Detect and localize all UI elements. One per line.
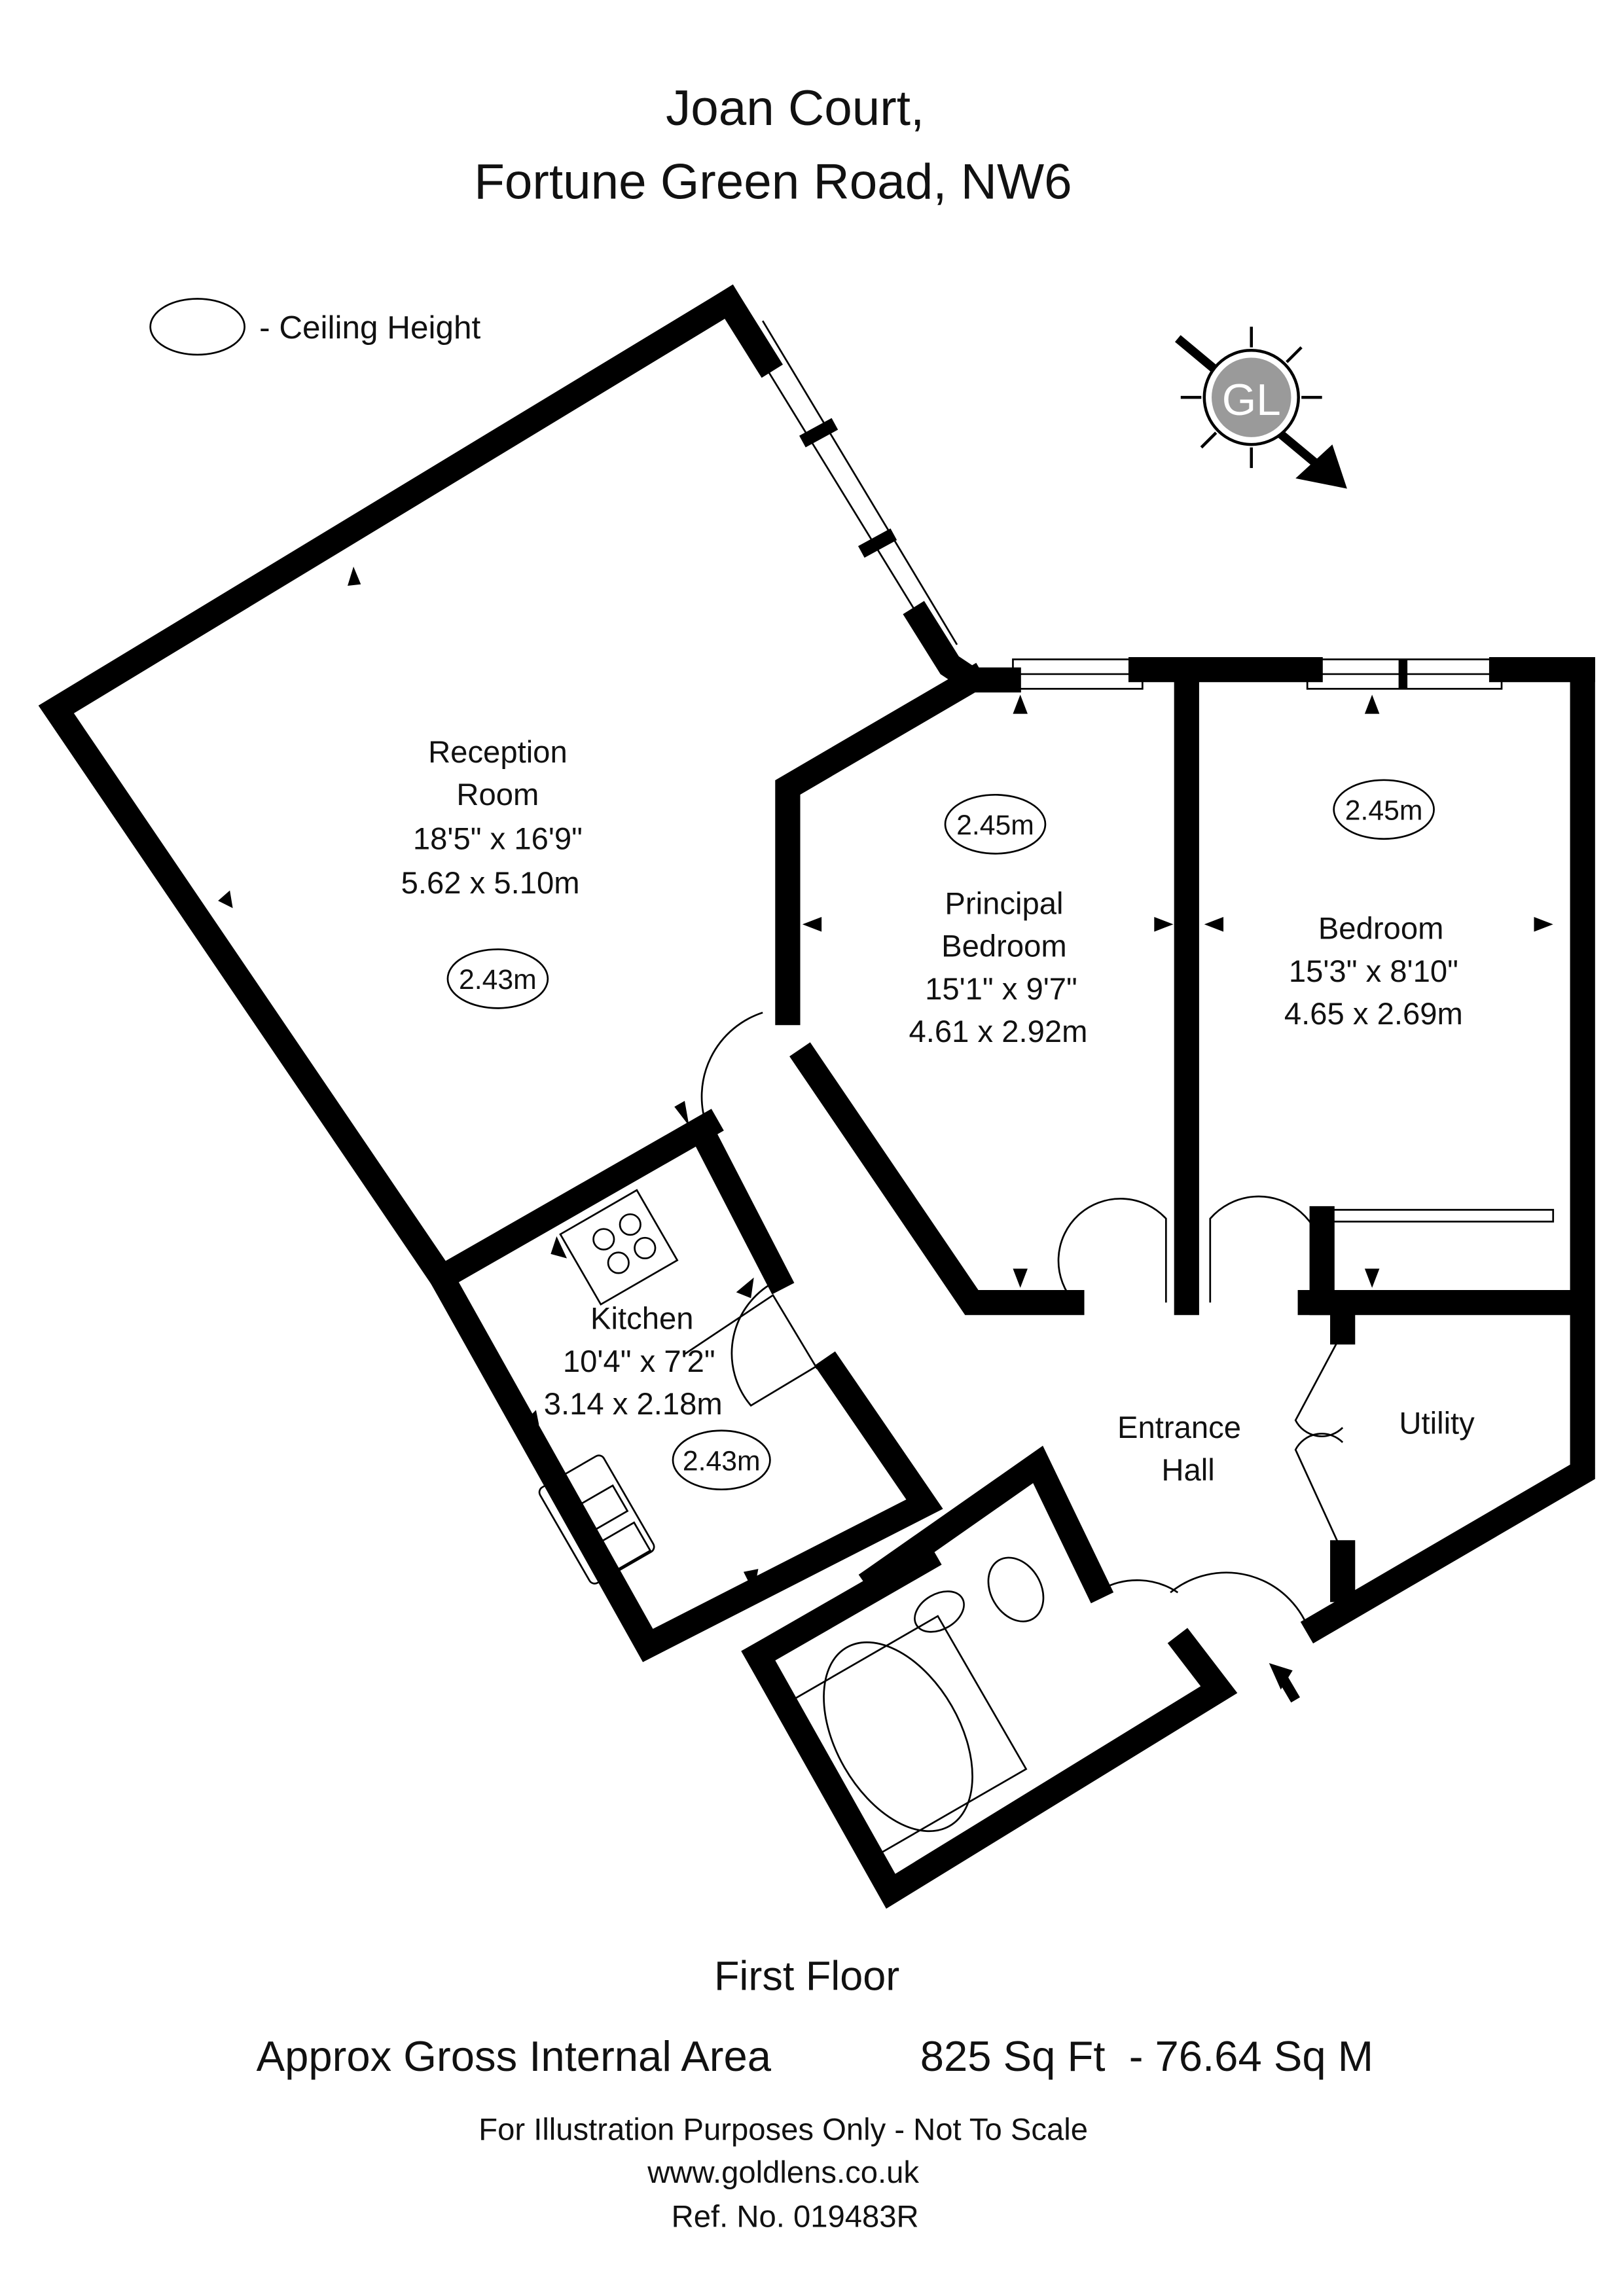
fixtures (538, 1189, 1045, 1859)
ceiling-height: 2.45m (956, 810, 1034, 841)
hob-icon (559, 1189, 679, 1306)
website: www.goldlens.co.uk (647, 2155, 919, 2190)
room-name: Hall (1161, 1453, 1214, 1488)
room-metric: 3.14 x 2.18m (544, 1387, 723, 1422)
room-name: Kitchen (590, 1302, 694, 1336)
floor-label: First Floor (714, 1953, 899, 1999)
area-value: 825 Sq Ft - 76.64 Sq M (920, 2032, 1373, 2080)
room-bedroom: 2.45m Bedroom 15'3" x 8'10" 4.65 x 2.69m (1284, 779, 1463, 1031)
title-line-2: Fortune Green Road, NW6 (474, 154, 1072, 210)
ceiling-height: 2.43m (683, 1445, 761, 1477)
room-kitchen: Kitchen 10'4" x 7'2" 3.14 x 2.18m 2.43m (544, 1302, 771, 1491)
area-label: Approx Gross Internal Area (257, 2032, 772, 2080)
walls (38, 284, 1595, 1909)
dimension-arrows (218, 566, 1553, 1690)
room-name: Entrance (1117, 1410, 1241, 1445)
room-metric: 5.62 x 5.10m (401, 866, 580, 901)
bath-icon (823, 1641, 973, 1833)
ceiling-height: 2.45m (1345, 795, 1423, 827)
reference-number: Ref. No. 019483R (672, 2199, 919, 2234)
toilet-icon (987, 1556, 1045, 1623)
disclaimer: For Illustration Purposes Only - Not To … (478, 2113, 1088, 2147)
legend-label: - Ceiling Height (259, 310, 480, 346)
sink-icon (538, 1454, 655, 1585)
room-utility: Utility (1399, 1406, 1475, 1441)
room-imperial: 10'4" x 7'2" (563, 1344, 715, 1379)
ceiling-height: 2.43m (459, 964, 537, 996)
room-imperial: 18'5" x 16'9" (413, 822, 583, 857)
doors (700, 1011, 1555, 1634)
room-principal-bedroom: 2.45m Principal Bedroom 15'1" x 9'7" 4.6… (909, 793, 1087, 1049)
room-metric: 4.61 x 2.92m (909, 1014, 1087, 1049)
room-name: Principal (945, 886, 1063, 921)
room-imperial: 15'1" x 9'7" (925, 972, 1077, 1007)
logo-text: GL (1222, 376, 1281, 425)
room-name: Bedroom (941, 929, 1067, 964)
title-line-1: Joan Court, (666, 81, 924, 136)
ceiling-height-legend-icon (149, 298, 245, 356)
room-reception: Reception Room 18'5" x 16'9" 5.62 x 5.10… (401, 735, 583, 1009)
room-hall: Entrance Hall (1117, 1410, 1241, 1488)
room-name: Room (456, 778, 539, 812)
room-metric: 4.65 x 2.69m (1284, 997, 1463, 1031)
compass-logo: GL (1174, 327, 1347, 489)
basin-icon (914, 1590, 965, 1633)
room-imperial: 15'3" x 8'10" (1289, 954, 1458, 989)
room-name: Reception (428, 735, 568, 770)
room-name: Bedroom (1318, 912, 1444, 946)
